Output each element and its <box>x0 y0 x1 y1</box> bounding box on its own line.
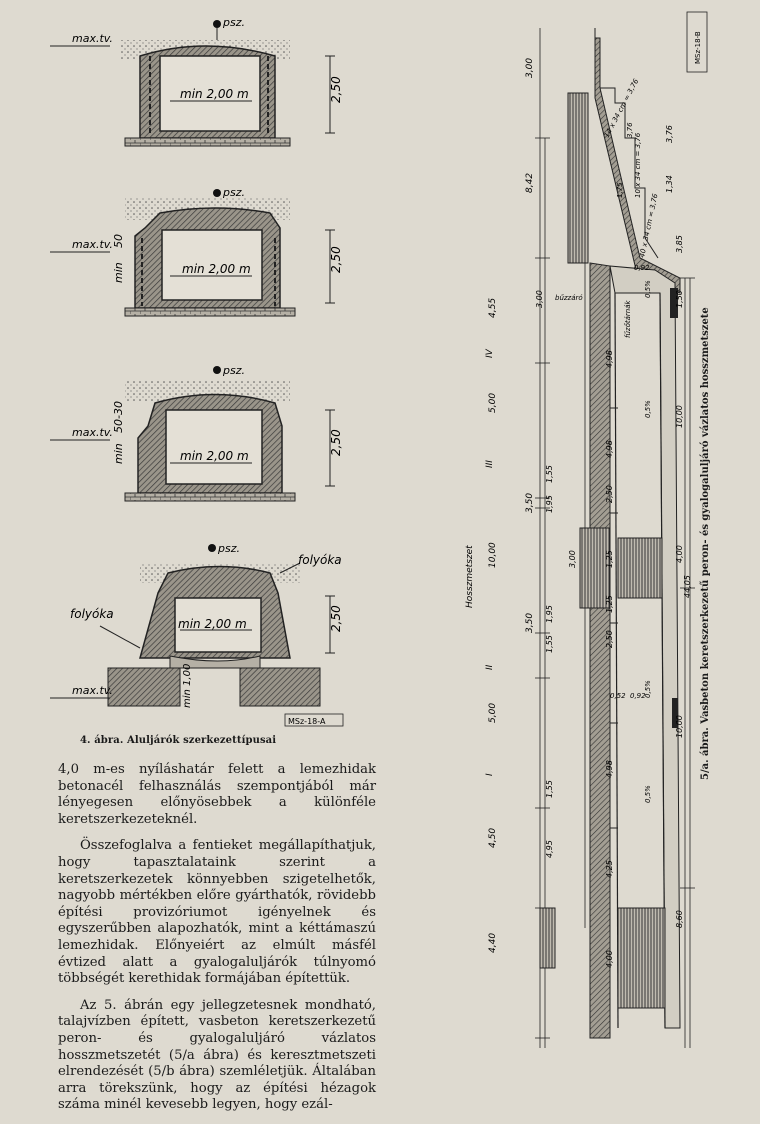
dim-left-4: 3,50 <box>525 493 535 513</box>
dim-mid-5: 1,55 <box>545 635 554 653</box>
s1-height: 2,50 <box>329 76 343 103</box>
dim-left-8: 4,50 <box>488 828 498 848</box>
paragraph-1: 4,0 m-es nyíláshatár felett a lemezhidak… <box>58 762 376 827</box>
s1-psz: psz. <box>222 16 245 29</box>
dim-mid-2: 1,95 <box>545 495 554 513</box>
dim-left-2: 4,55 <box>488 298 498 318</box>
small-11: 3,76 <box>626 122 634 138</box>
s4-folyoka-left: folyóka <box>70 607 114 621</box>
s2-fifty: 50 <box>112 234 125 248</box>
small-2: 3,85 <box>675 235 684 253</box>
dim-right-2: 4,00 <box>675 545 684 563</box>
small-5: 0,5% <box>644 400 652 418</box>
s2-height: 2,50 <box>329 246 343 273</box>
dim-left-7: 5,00 <box>488 703 498 723</box>
roman-3: I <box>485 773 495 776</box>
dim-inner-2: 2,50 <box>605 485 614 503</box>
small-6: 0,5% <box>644 680 652 698</box>
fig5-stamp: MSz-18-B <box>694 31 702 64</box>
dim-inner-0: 4,98 <box>605 350 614 368</box>
dim-right-1: 10,00 <box>675 405 684 428</box>
section-4 <box>50 544 344 727</box>
s3-width: min 2,00 m <box>180 449 249 463</box>
body-text: 4,0 m-es nyíláshatár felett a lemezhidak… <box>58 762 376 1124</box>
note-3: bűzzáró <box>555 293 583 302</box>
paragraph-3: Az 5. ábrán egy jellegzetesnek mondható,… <box>58 997 376 1113</box>
s4-height: 2,50 <box>329 605 343 632</box>
dim-inner-7: 4,25 <box>605 860 614 878</box>
s2-maxtv: max.tv. <box>72 238 113 251</box>
dim-mid-0: 3,00 <box>535 290 544 308</box>
s1-maxtv: max.tv. <box>72 32 113 45</box>
dim-right-5: 8,60 <box>675 910 684 928</box>
note-2: 40 x 34 cm = 3,76 <box>638 192 659 258</box>
s3-maxtv: max.tv. <box>72 426 113 439</box>
dim-inner-6: 4,98 <box>605 760 614 778</box>
s2-width: min 2,00 m <box>182 262 251 276</box>
s4-folyoka-right: folyóka <box>298 553 342 567</box>
section-1 <box>50 20 335 147</box>
s1-width: min 2,00 m <box>180 87 249 101</box>
small-7: 0,5% <box>644 785 652 803</box>
paragraph-2: Összefoglalva a fentieket megállapíthatj… <box>58 838 376 987</box>
dim-inner-1: 4,98 <box>605 440 614 458</box>
dim-mid-1: 1,55 <box>545 465 554 483</box>
section-label: Hosszmetszet <box>465 545 475 608</box>
s4-width: min 2,00 m <box>178 617 247 631</box>
roman-0: IV <box>485 348 495 358</box>
dim-left-6: 3,50 <box>525 613 535 633</box>
s4-psz: psz. <box>217 542 240 555</box>
dim-mid-6: 1,55 <box>545 780 554 798</box>
s3-psz: psz. <box>222 364 245 377</box>
s3-fifty-thirty: 50-30 <box>112 401 125 433</box>
s4-min100: min 1,00 <box>182 664 193 708</box>
small-10: 1,75 <box>616 182 624 198</box>
small-3: 0,92 <box>634 264 650 272</box>
figure-5-caption: 5/a. ábra. Vasbeton keretszerkezetű pero… <box>700 307 711 780</box>
dim-right-3: 44,05 <box>683 575 692 598</box>
dim-inner-4: 1,25 <box>605 595 614 613</box>
figure-4-cross-sections: psz. max.tv. min 2,00 m 2,50 psz. max.tv… <box>50 16 344 727</box>
dim-left-5: 10,00 <box>488 542 498 568</box>
dim-inner-8: 4,00 <box>605 950 614 968</box>
s3-min: min <box>112 443 125 464</box>
small-9: 0,52 <box>610 692 626 700</box>
dim-inner-3: 1,25 <box>605 550 614 568</box>
dim-mid-4: 1,95 <box>545 605 554 623</box>
small-0: 3,76 <box>665 125 674 143</box>
dim-right-0: 1,50 <box>675 290 684 308</box>
dim-left-3: 5,00 <box>488 393 498 413</box>
s3-height: 2,50 <box>329 429 343 456</box>
s2-psz: psz. <box>222 186 245 199</box>
note-4: fűzőtárnák <box>623 300 632 338</box>
dim-left-0: 3,00 <box>525 58 535 78</box>
dim-mid-7: 4,95 <box>545 840 554 858</box>
section-3 <box>50 366 335 502</box>
dim-left-9: 4,40 <box>488 933 498 953</box>
dim-right-4: 10,00 <box>675 715 684 738</box>
document-page: psz. max.tv. min 2,00 m 2,50 psz. max.tv… <box>50 11 711 1112</box>
s4-maxtv: max.tv. <box>72 684 113 697</box>
small-1: 1,34 <box>665 175 674 193</box>
small-4: 0,5% <box>644 280 652 298</box>
dim-mid-3: 3,00 <box>568 550 577 568</box>
section-2 <box>50 189 335 317</box>
s2-min: min <box>112 262 125 283</box>
roman-1: III <box>485 460 495 468</box>
dim-left-1: 8,42 <box>525 173 535 193</box>
figure-4-caption: 4. ábra. Aluljárók szerkezettípusai <box>80 735 277 746</box>
roman-2: II <box>485 664 495 670</box>
dim-inner-5: 2,50 <box>605 630 614 648</box>
note-0: 14 x 34 cm = 3,76 <box>603 77 641 139</box>
figure-5-longitudinal-section: 3,00 8,42 4,55 5,00 3,50 10,00 3,50 5,00… <box>465 11 708 1048</box>
fig4-stamp: MSz-18-A <box>288 717 326 726</box>
small-8: 0,92 <box>630 692 646 700</box>
note-1: 10 x 34 cm = 3,76 <box>634 132 642 198</box>
